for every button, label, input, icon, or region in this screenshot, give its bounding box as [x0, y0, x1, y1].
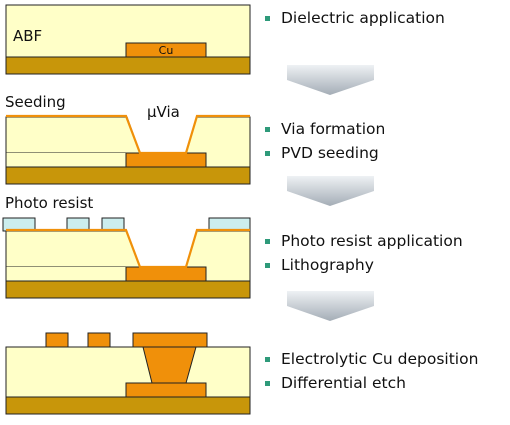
step-1-stage-label: ABF	[13, 27, 42, 45]
step-3-bullets: Photo resist application Lithography	[265, 232, 463, 274]
step-1-cross-section: ABF Cu	[5, 4, 251, 75]
down-arrow-3	[287, 291, 374, 321]
bullet-marker	[265, 263, 270, 268]
bullet-marker	[265, 16, 270, 21]
step-4-copper-pad	[125, 382, 207, 398]
step-4-cross-section	[5, 332, 251, 415]
step-3-dielectric-left	[5, 230, 141, 268]
step-1-substrate	[5, 56, 251, 75]
step-2-copper-pad	[125, 152, 207, 168]
step-4-copper-line-2	[87, 332, 111, 348]
step-2-substrate	[5, 166, 251, 185]
step-2-via-label: μVia	[147, 103, 180, 121]
step-4-substrate	[5, 396, 251, 415]
step-2-cross-section: Seeding μVia	[5, 93, 251, 185]
step-2-bullets: Via formation PVD seeding	[265, 120, 385, 162]
step-1-copper-label: Cu	[159, 44, 174, 57]
down-arrow-2	[287, 176, 374, 206]
bullet-pvd-seeding: PVD seeding	[281, 144, 379, 162]
bullet-marker	[265, 127, 270, 132]
step-4-copper-line-1	[45, 332, 69, 348]
bullet-differential-etch: Differential etch	[281, 374, 406, 392]
bullet-dielectric-application: Dielectric application	[281, 9, 445, 27]
step-4-copper-via-cap	[132, 332, 208, 348]
step-3-stage-label: Photo resist	[5, 194, 93, 212]
bullet-marker	[265, 239, 270, 244]
step-3-cross-section: Photo resist	[2, 194, 251, 299]
step-4-bullets: Electrolytic Cu deposition Differential …	[265, 350, 478, 392]
down-arrow-1	[287, 65, 374, 95]
bullet-photo-resist-application: Photo resist application	[281, 232, 463, 250]
bullet-lithography: Lithography	[281, 256, 374, 274]
step-2-stage-label: Seeding	[5, 93, 66, 111]
step-3-substrate	[5, 280, 251, 299]
step-1-bullets: Dielectric application	[265, 9, 445, 27]
bullet-marker	[265, 151, 270, 156]
step-3-dielectric-left-base	[6, 267, 126, 281]
bullet-electrolytic-cu-deposition: Electrolytic Cu deposition	[281, 350, 478, 368]
step-3-copper-pad	[125, 266, 207, 282]
step-2-dielectric-left	[5, 116, 141, 154]
bullet-via-formation: Via formation	[281, 120, 385, 138]
bullet-marker	[265, 381, 270, 386]
bullet-marker	[265, 357, 270, 362]
step-2-dielectric-left-base	[6, 153, 126, 167]
step-3-seed-layer	[6, 228, 250, 269]
step-2-seed-layer	[6, 114, 250, 155]
